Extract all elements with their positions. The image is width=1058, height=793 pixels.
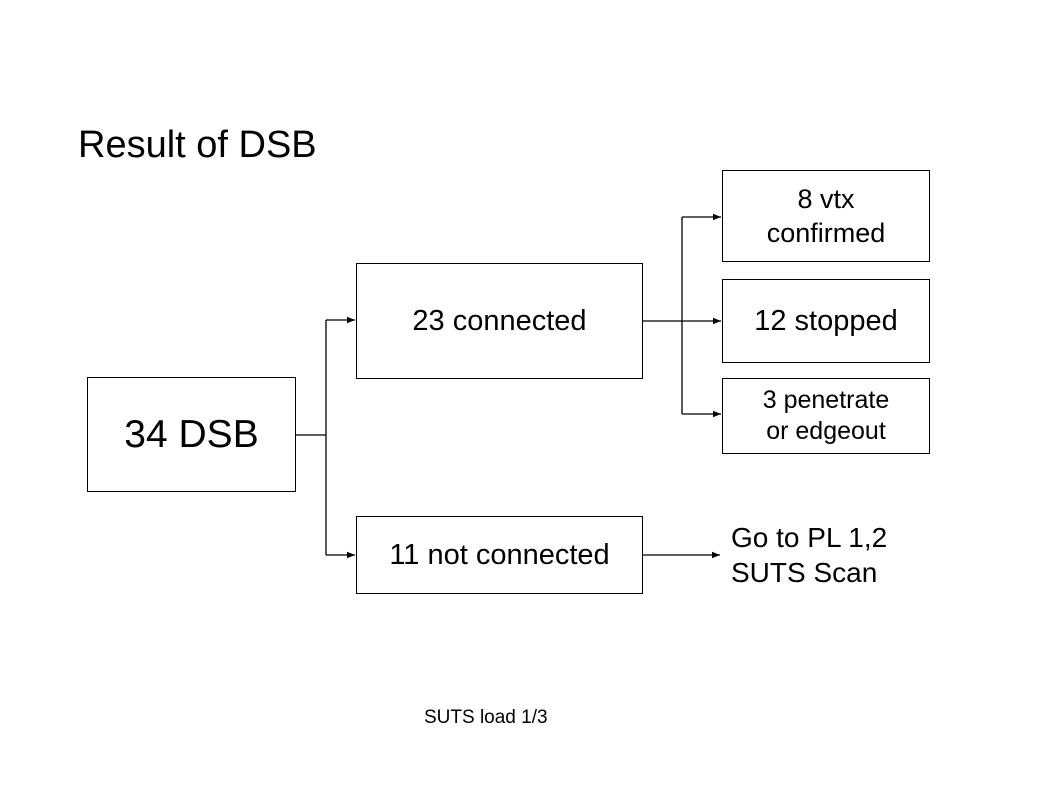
node-8-vtx-confirmed: 8 vtx confirmed bbox=[722, 170, 930, 262]
node-23-connected-label: 23 connected bbox=[412, 305, 587, 337]
node-11-not-connected-label: 11 not connected bbox=[389, 539, 610, 571]
node-23-connected: 23 connected bbox=[356, 263, 643, 379]
node-3-penetrate: 3 penetrate or edgeout bbox=[722, 378, 930, 454]
node-34-dsb: 34 DSB bbox=[87, 377, 296, 492]
node-12-stopped: 12 stopped bbox=[722, 279, 930, 363]
node-12-stopped-label: 12 stopped bbox=[754, 305, 898, 337]
node-3-penetrate-label: 3 penetrate or edgeout bbox=[762, 386, 890, 445]
go-to-pl-text: Go to PL 1,2 SUTS Scan bbox=[731, 522, 888, 588]
footer-text: SUTS load 1/3 bbox=[424, 707, 548, 728]
node-34-dsb-label: 34 DSB bbox=[124, 412, 259, 456]
node-8-vtx-confirmed-label: 8 vtx confirmed bbox=[766, 184, 886, 248]
node-11-not-connected: 11 not connected bbox=[356, 516, 643, 594]
slide-title: Result of DSB bbox=[78, 124, 317, 166]
